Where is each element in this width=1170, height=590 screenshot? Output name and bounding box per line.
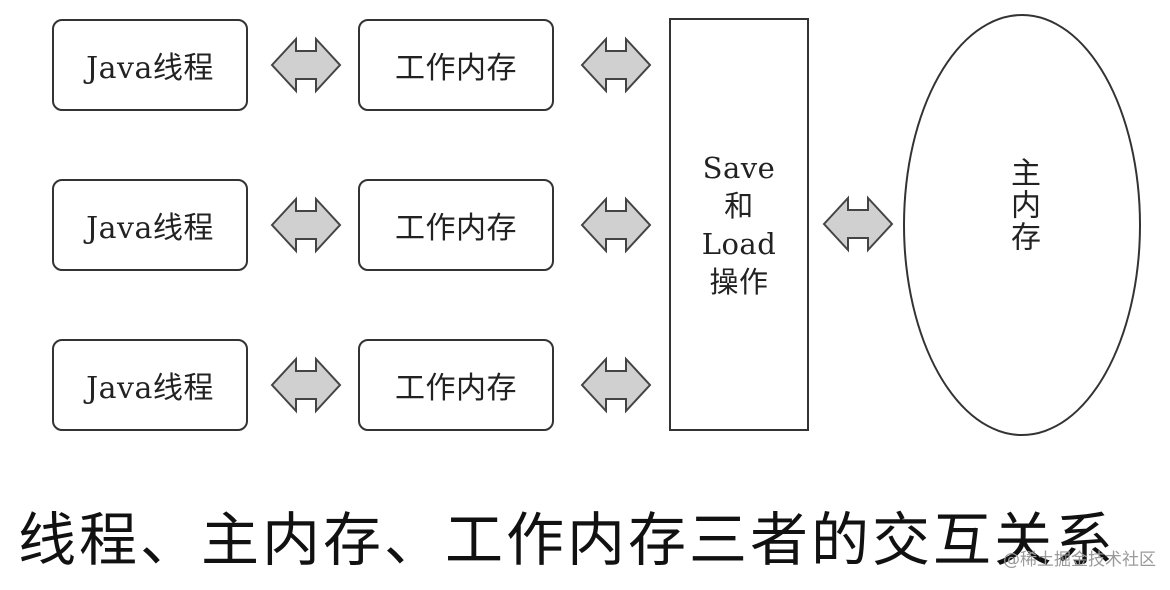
workmem-saveload-arrow-2 — [580, 196, 652, 254]
java-thread-3: Java线程 — [52, 339, 248, 431]
working-memory-3: 工作内存 — [358, 339, 554, 431]
save-load-line-1: Save — [702, 150, 776, 185]
diagram-caption: 线程、主内存、工作内存三者的交互关系 — [18, 506, 1117, 574]
working-memory-2: 工作内存 — [358, 179, 554, 271]
save-load-line-2: 和 — [724, 188, 754, 223]
java-thread-2: Java线程 — [52, 179, 248, 271]
java-thread-2-label: Java线程 — [86, 211, 214, 246]
save-load-line-4: 操作 — [709, 264, 769, 299]
working-memory-2-label: 工作内存 — [395, 211, 517, 246]
java-thread-3-label: Java线程 — [86, 371, 214, 406]
workmem-saveload-arrow-3 — [580, 356, 652, 414]
workmem-saveload-arrow-1 — [580, 36, 652, 94]
main-memory-ellipse: 主内存 — [903, 14, 1141, 436]
thread-workmem-arrow-1 — [270, 36, 342, 94]
saveload-mainmem-arrow — [822, 195, 894, 253]
main-memory-label: 主内存 — [1005, 157, 1040, 253]
java-thread-1: Java线程 — [52, 19, 248, 111]
working-memory-3-label: 工作内存 — [395, 371, 517, 406]
working-memory-1-label: 工作内存 — [395, 51, 517, 86]
thread-workmem-arrow-2 — [270, 196, 342, 254]
java-thread-1-label: Java线程 — [86, 51, 214, 86]
thread-workmem-arrow-3 — [270, 356, 342, 414]
save-load-operation-box: Save 和 Load 操作 — [669, 18, 809, 431]
save-load-line-3: Load — [701, 226, 777, 261]
working-memory-1: 工作内存 — [358, 19, 554, 111]
watermark: @稀土掘金技术社区 — [1003, 550, 1156, 570]
